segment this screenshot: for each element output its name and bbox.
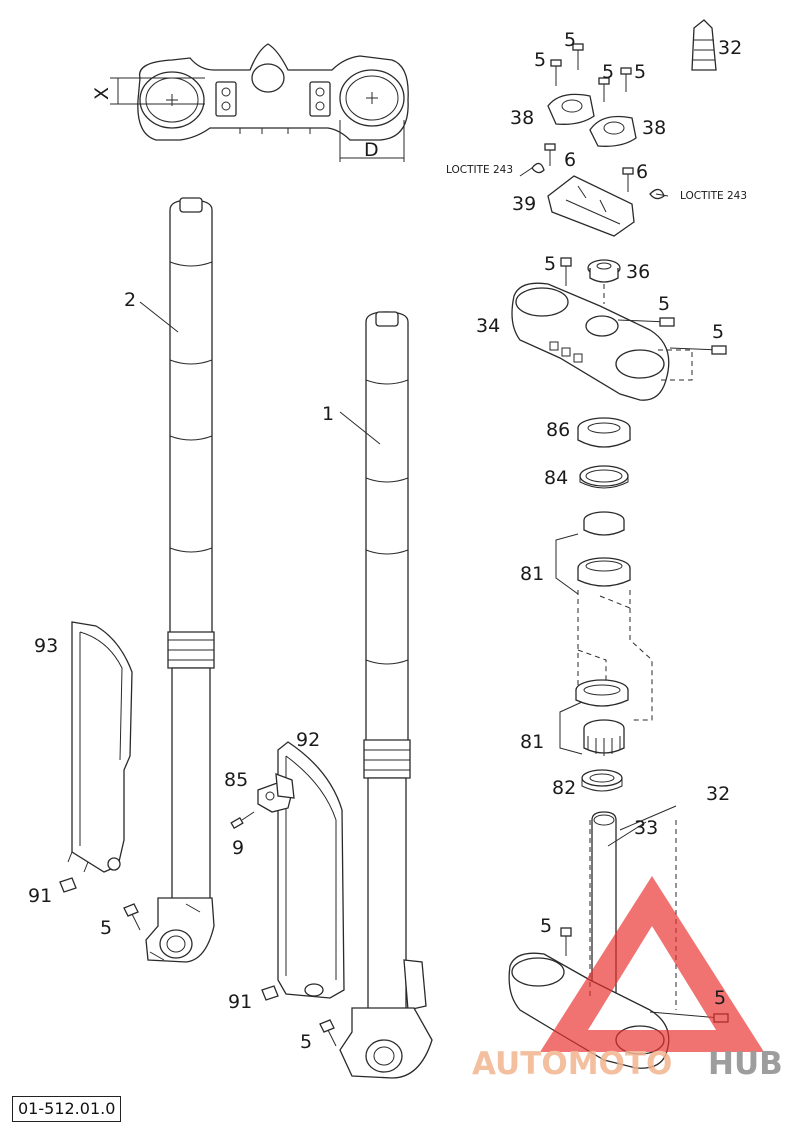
callout-82: 82 [552,777,576,799]
callout-5: 5 [534,49,546,71]
callout-5: 5 [564,29,576,51]
callout-85: 85 [224,769,248,791]
fork-leg-1 [339,311,433,1079]
bearing-81-upper [577,511,631,587]
callout-5: 5 [300,1031,312,1053]
watermark-text-a: AUTOMOTO [472,1046,672,1082]
screw-91-left [59,877,77,893]
fork-guard-93 [67,621,133,873]
callout-84: 84 [544,467,568,489]
callout-92: 92 [296,729,320,751]
dimension-d-label: D [364,139,379,161]
callout-5: 5 [602,61,614,83]
callout-81: 81 [520,563,544,585]
fork-leg-2 [145,197,215,963]
nut-36 [587,259,621,304]
callout-1: 1 [322,403,334,425]
diagram-code-label: 01-512.01.0 [12,1096,122,1122]
callout-5: 5 [658,293,670,315]
lower-clamp-39 [547,175,635,237]
callout-9: 9 [232,837,244,859]
screw-9 [230,811,255,829]
callout-5: 5 [540,915,552,937]
callout-2: 2 [124,289,136,311]
seal-82 [581,769,623,792]
ring-86 [577,417,631,448]
callout-5: 5 [714,987,726,1009]
handlebar-clamp-screws-5 [550,43,632,102]
screw-5-clamp [560,257,572,286]
watermark-text-b: HUB [708,1046,783,1082]
fork-guard-92 [277,741,345,999]
grease-tube-10 [691,19,717,71]
upper-triple-clamp-34 [511,282,727,401]
callout-5: 5 [712,321,724,343]
callout-93: 93 [34,635,58,657]
callout-6: 6 [636,161,648,183]
dimension-x-label: X [91,87,113,100]
callout-10: 32 [718,37,742,59]
leader-lines [139,167,677,847]
callout-34: 34 [476,315,500,337]
callout-32: 32 [706,783,730,805]
callout-39: 39 [512,193,536,215]
screw-5-center [319,1019,337,1047]
seal-84 [579,465,629,489]
callout-38: 38 [642,117,666,139]
callout-5: 5 [634,61,646,83]
callout-86: 86 [546,419,570,441]
screw-91-center [261,985,279,1001]
watermark-logo: AUTOMOTO HUB [472,876,783,1082]
callout-81: 81 [520,731,544,753]
loctite-drops [531,143,665,200]
callout-5: 5 [544,253,556,275]
bracket-85 [257,773,295,813]
clamp-caps-38 [547,93,637,147]
callout-91: 91 [28,885,52,907]
bracket-lines-81 [555,533,583,755]
callout-91: 91 [228,991,252,1013]
callout-36: 36 [626,261,650,283]
screw-5-left [123,903,141,931]
callout-38: 38 [510,107,534,129]
callout-33: 33 [634,817,658,839]
triple-clamp-top-view [110,43,409,162]
loctite-label-left: LOCTITE 243 [446,164,513,176]
callout-5: 5 [100,917,112,939]
loctite-label-right: LOCTITE 243 [680,190,747,202]
callout-6: 6 [564,149,576,171]
bearing-81-lower [575,679,629,756]
